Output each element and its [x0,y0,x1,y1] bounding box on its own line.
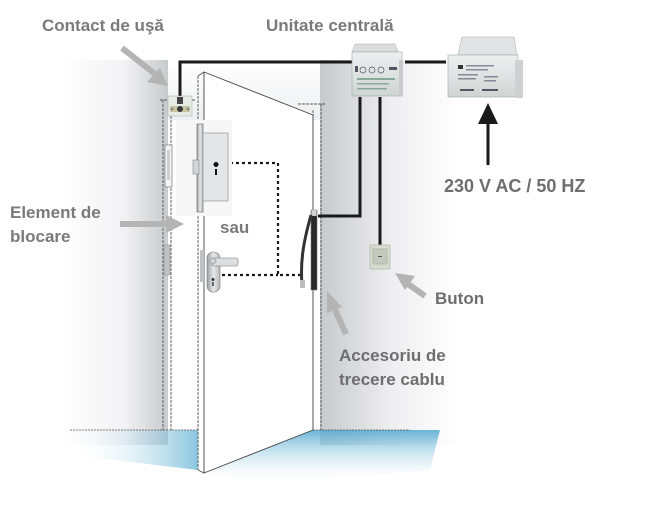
label-door-contact: Contact de uşă [42,16,164,35]
label-locking-element-line1: Element de [10,203,101,222]
label-locking-element-line2: blocare [10,227,71,246]
door-contact-device [167,95,193,117]
wire-central-unit-to-cable-transition [318,97,362,218]
power-supply-device [447,36,523,98]
floor [70,429,440,485]
label-or: sau [220,218,250,237]
label-cable-accessory-line1: Accesoriu de [339,346,446,365]
arrow-locking-element-head [166,215,184,233]
label-power-supply: 230 V AC / 50 HZ [444,176,586,196]
power-input-arrow [478,103,498,165]
wires [178,60,446,245]
label-button: Buton [435,289,485,308]
arrow-door-contact [120,45,157,77]
door-handle [200,250,239,293]
arrow-door-contact-head [147,68,168,86]
wire-internal-dotted [224,161,302,277]
strike-plate [163,144,173,276]
cable-transition-accessory [300,209,318,291]
wire-door-contact-to-central-unit [178,60,352,100]
pointer-arrows [120,45,427,336]
arrow-cable-transition [332,308,349,336]
arrow-cable-transition-head [327,291,342,313]
push-button-device [369,244,391,270]
mortise-lock [176,120,232,216]
label-central-unit: Unitate centrală [266,16,394,35]
label-cable-accessory-line2: trecere cablu [339,370,445,389]
arrow-button-head [395,273,415,290]
central-unit-device [351,43,403,97]
arrow-button [406,281,427,299]
